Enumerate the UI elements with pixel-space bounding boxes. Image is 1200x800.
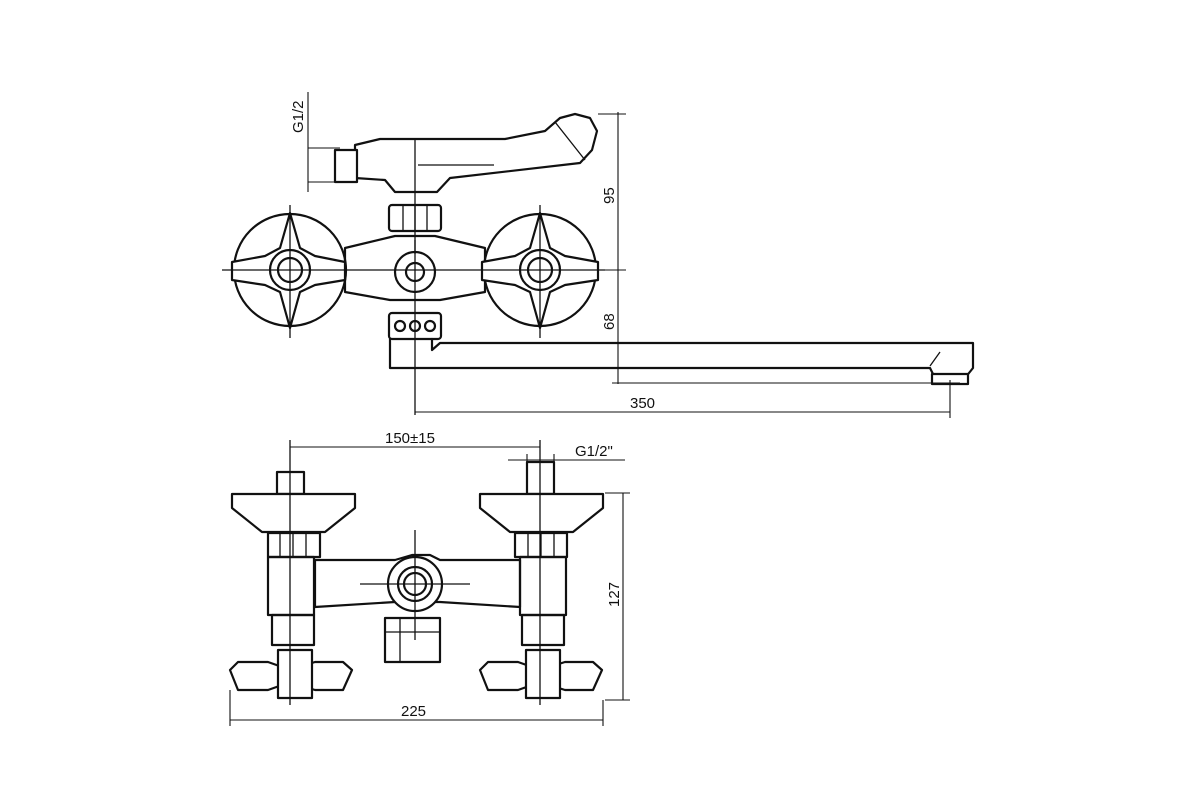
thread-label-top: G1/2 bbox=[290, 100, 307, 133]
front-view bbox=[228, 440, 605, 705]
valve-body bbox=[343, 234, 487, 302]
height-label-upper: 95 bbox=[601, 187, 618, 204]
front-diverter bbox=[383, 616, 442, 664]
top-view bbox=[222, 112, 975, 415]
front-dimensions: 150±15 G1/2" 127 225 bbox=[229, 430, 630, 726]
thread-label-front: G1/2" bbox=[575, 443, 613, 460]
front-height-label: 127 bbox=[606, 582, 623, 607]
spout-length-label: 350 bbox=[630, 395, 655, 412]
front-left-valve bbox=[228, 470, 357, 700]
front-width-label: 225 bbox=[401, 703, 426, 720]
spout bbox=[388, 337, 975, 386]
height-label-lower: 68 bbox=[601, 313, 618, 330]
front-right-valve bbox=[478, 460, 605, 700]
top-dimensions: G1/2 95 68 350 bbox=[290, 92, 960, 418]
center-distance-label: 150±15 bbox=[385, 430, 435, 447]
shower-diverter-arm bbox=[333, 112, 599, 194]
